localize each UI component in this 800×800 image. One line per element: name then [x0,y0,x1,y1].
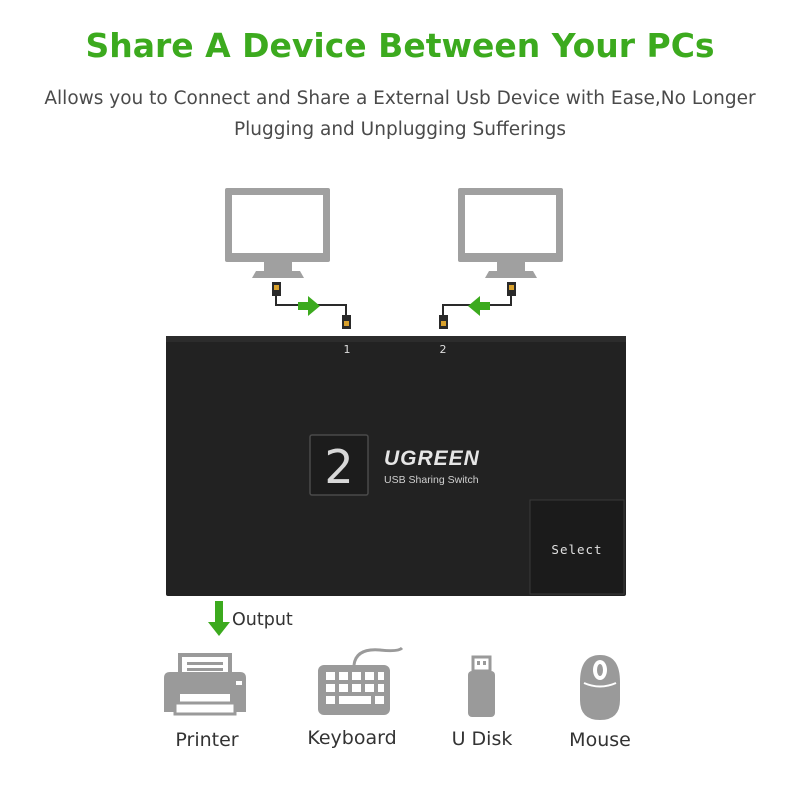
model-name: USB Sharing Switch [384,474,479,486]
brand-logo: UGREEN [384,447,480,470]
output-label: Output [232,610,293,630]
subtitle-line-1: Allows you to Connect and Share a Extern… [44,88,756,109]
device-label-u-disk: U Disk [452,728,513,750]
arrow-left-icon [468,296,490,316]
select-button[interactable] [529,499,625,595]
computer-2-monitor-icon [458,188,563,278]
channel-display [309,434,369,496]
device-label-keyboard: Keyboard [307,727,396,749]
keyboard-icon [318,646,404,715]
mouse-icon [580,655,620,720]
device-label-mouse: Mouse [569,729,631,751]
port-2-label: 2 [440,343,447,356]
usb-sharing-switch: 1 2 2 UGREEN USB Sharing Switch Select [166,336,626,596]
usb-disk-icon [468,655,495,717]
arrow-down-icon [208,601,230,636]
computer-1-monitor-icon [225,188,330,278]
printer-icon [164,653,246,716]
select-button-label: Select [551,542,602,557]
headline: Share A Device Between Your PCs [85,26,715,65]
arrow-right-icon [298,296,320,316]
port-1-label: 1 [344,343,351,356]
subtitle-line-2: Plugging and Unplugging Sufferings [234,119,566,140]
channel-digit: 2 [324,440,353,494]
device-label-printer: Printer [175,729,238,751]
